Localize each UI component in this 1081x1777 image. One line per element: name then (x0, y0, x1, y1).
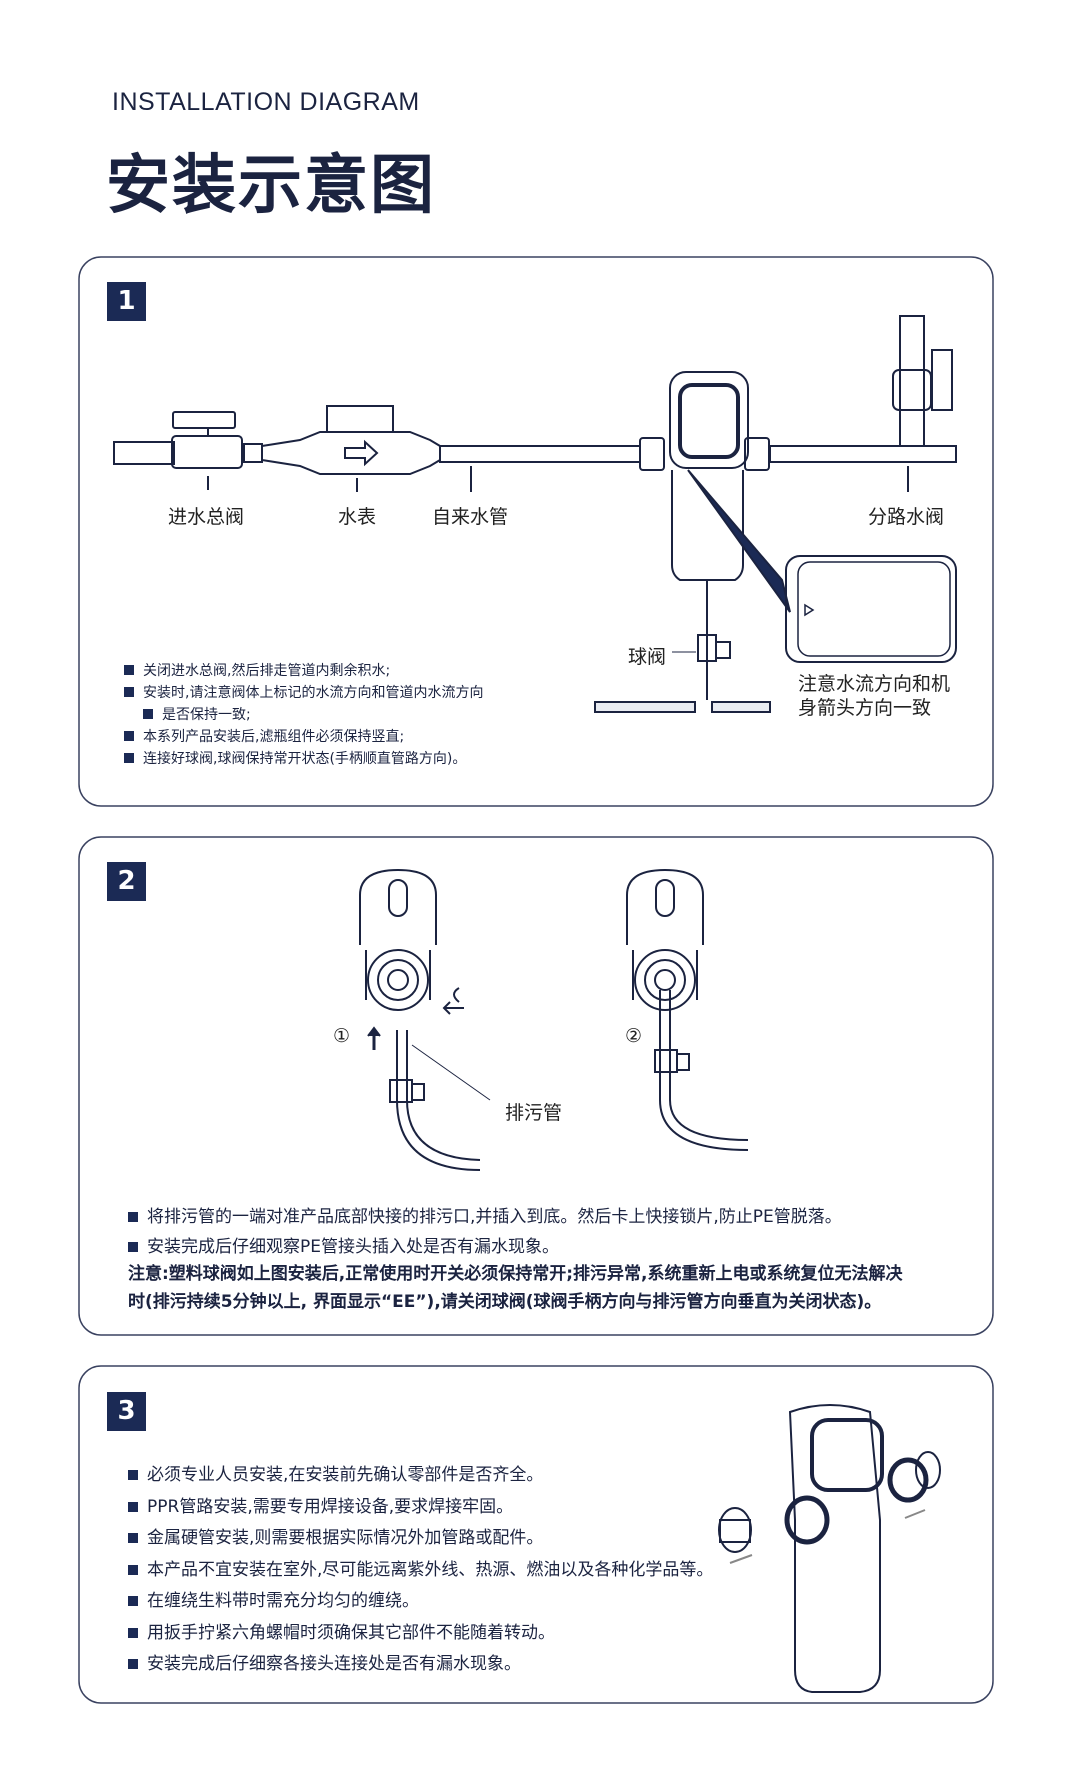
note-line: 注意:塑料球阀如上图安装后,正常使用时开关必须保持常开;排污异常,系统重新上电或… (128, 1264, 903, 1284)
step-2-badge: 2 (107, 862, 146, 901)
bullet-item: 必须专业人员安装,在安装前先确认零部件是否齐全。 (128, 1460, 713, 1492)
bullet-item: 连接好球阀,球阀保持常开状态(手柄顺直管路方向)。 (124, 748, 483, 770)
bullet-item: 安装完成后仔细察各接头连接处是否有漏水现象。 (128, 1649, 713, 1681)
callout-line: 身箭头方向一致 (798, 697, 932, 719)
bullet-item: 安装时,请注意阀体上标记的水流方向和管道内水流方向 (124, 682, 483, 704)
bullet-item: 用扳手拧紧六角螺帽时须确保其它部件不能随着转动。 (128, 1618, 713, 1650)
callout-line: 注意水流方向和机 (798, 673, 951, 695)
bullet-item: 安装完成后仔细观察PE管接头插入处是否有漏水现象。 (128, 1232, 559, 1257)
panel-step-2 (78, 836, 994, 1336)
flow-direction-callout: 注意水流方向和机 身箭头方向一致 (798, 672, 950, 720)
step-1-bullets: 关闭进水总阀,然后排走管道内剩余积水; 安装时,请注意阀体上标记的水流方向和管道… (124, 660, 483, 770)
note-line: 时(排污持续5分钟以上, 界面显示“EE”),请关闭球阀(球阀手柄方向与排污管方… (128, 1292, 882, 1312)
panel-step-1 (78, 256, 994, 807)
bullet-item: 本系列产品安装后,滤瓶组件必须保持竖直; (124, 726, 483, 748)
drain-pipe-drawing (359, 868, 749, 1171)
pipeline-drawing (113, 315, 957, 713)
bullet-item: 在缠绕生料带时需充分均匀的缠绕。 (128, 1586, 713, 1618)
label-tap-pipe: 自来水管 (432, 506, 509, 528)
step-3-bullets: 必须专业人员安装,在安装前先确认零部件是否齐全。 PPR管路安装,需要专用焊接设… (128, 1460, 713, 1681)
bullet-item: PPR管路安装,需要专用焊接设备,要求焊接牢固。 (128, 1492, 713, 1524)
bullet-item: 关闭进水总阀,然后排走管道内剩余积水; (124, 660, 483, 682)
step-a-marker: ① (333, 1025, 351, 1047)
panel-step-3 (78, 1365, 994, 1704)
bullet-item: 本产品不宜安装在室外,尽可能远离紫外线、热源、燃油以及各种化学品等。 (128, 1555, 713, 1587)
label-drain-pipe: 排污管 (505, 1102, 563, 1124)
bullet-continuation: 是否保持一致; (124, 704, 483, 726)
label-ball-valve: 球阀 (628, 646, 667, 668)
step-2-note: 注意:塑料球阀如上图安装后,正常使用时开关必须保持常开;排污异常,系统重新上电或… (128, 1260, 903, 1316)
label-water-meter: 水表 (338, 506, 377, 528)
step-3-badge: 3 (107, 1392, 146, 1431)
filter-body-drawing (718, 1404, 941, 1693)
title-chinese: 安装示意图 (106, 149, 436, 223)
bullet-item: 将排污管的一端对准产品底部快接的排污口,并插入到底。然后卡上快接锁片,防止PE管… (128, 1202, 842, 1227)
step-b-marker: ② (625, 1025, 643, 1047)
bullet-item: 金属硬管安装,则需要根据实际情况外加管路或配件。 (128, 1523, 713, 1555)
title-english: INSTALLATION DIAGRAM (112, 88, 420, 116)
label-branch-valve: 分路水阀 (868, 506, 945, 528)
step-1-badge: 1 (107, 282, 146, 321)
label-inlet-valve: 进水总阀 (168, 506, 245, 528)
